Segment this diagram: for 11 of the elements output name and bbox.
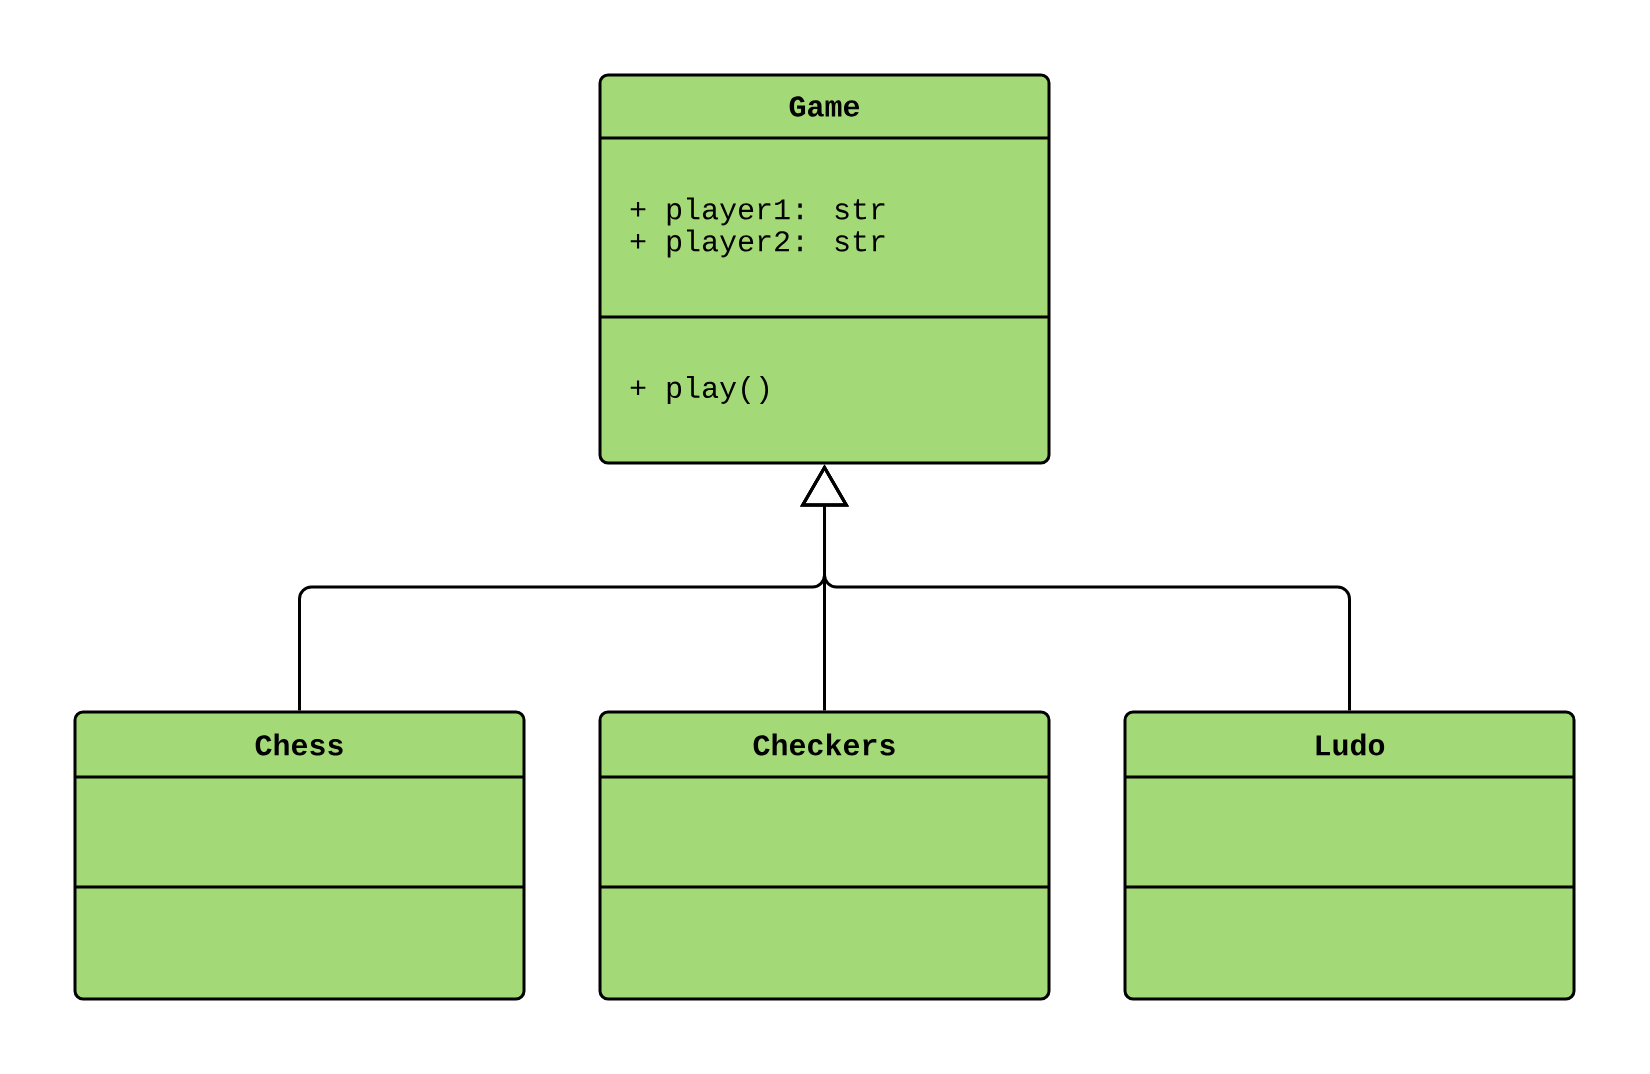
class-box xyxy=(598,710,1051,1001)
class-box xyxy=(73,710,526,1001)
class-name: Checkers xyxy=(753,733,895,756)
class-name: Game xyxy=(789,96,860,117)
attribute-text: + player2: str xyxy=(630,229,885,258)
class-box xyxy=(598,73,1051,465)
class-box xyxy=(1123,710,1576,1001)
method-text: + play() xyxy=(630,376,769,404)
class-name: Ludo xyxy=(1316,733,1385,756)
attribute-text: + player1: str xyxy=(630,197,885,226)
class-name: Chess xyxy=(255,733,343,756)
